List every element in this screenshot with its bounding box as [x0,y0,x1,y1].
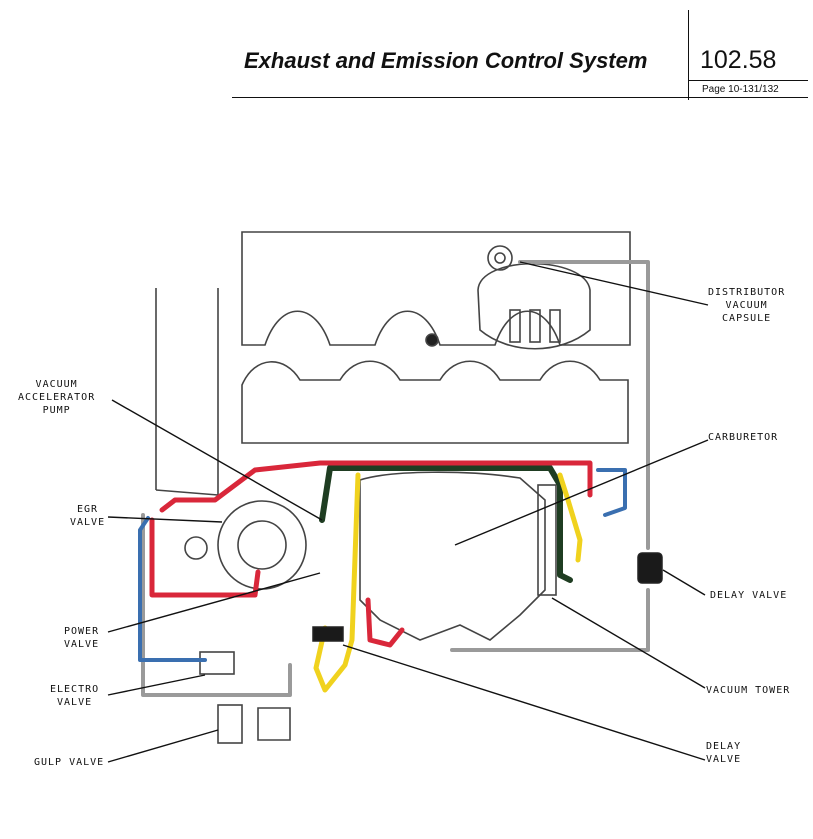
leader-vacuum-tower [551,597,706,689]
hose-blue [138,516,207,662]
delay-valve-bottom-body [312,626,344,642]
leader-egr [107,516,223,523]
egr-valve-body [217,500,307,590]
leader-gulp [107,729,219,763]
label-power-valve: POWER VALVE [64,626,100,650]
label-egr-valve: EGR VALVE [70,504,106,528]
carburetor-body [359,471,546,641]
leader-delay-right [662,569,706,596]
power-valve-body [184,536,208,560]
vacuum-tower-body [537,484,557,596]
page-reference: Page 10-131/132 [702,84,779,95]
header-divider-vertical [688,10,689,100]
leader-power [107,572,321,633]
delay-valve-right-body [637,552,663,584]
electro-valve-body [199,651,235,675]
hose-gray [518,260,650,550]
label-distributor-vacuum-capsule: DISTRIBUTOR VACUUM CAPSULE [708,287,786,324]
header-divider-short [688,80,808,81]
section-number: 102.58 [700,46,777,74]
leader-vacuum-pump [111,399,323,521]
leader-carburetor [454,439,709,546]
leader-delay-bottom [342,644,706,761]
label-vacuum-tower: VACUUM TOWER [706,685,791,696]
header-divider-horizontal [232,97,808,98]
gulp-valve-body [217,704,243,744]
distributor-body [477,262,591,350]
label-delay-valve-bottom: DELAY VALVE [706,741,742,765]
label-gulp-valve: GULP VALVE [34,757,105,768]
label-vacuum-accelerator-pump: VACUUM ACCELERATOR PUMP [18,379,96,416]
hose-green [319,465,573,583]
leader-electro [107,674,206,696]
hose-yellow [313,472,361,693]
label-carburetor: CARBURETOR [708,432,779,443]
label-delay-valve-right: DELAY VALVE [710,590,788,601]
hose-red [159,460,593,513]
distributor-capsule [487,245,513,271]
leader-distributor [519,261,709,306]
label-electro-valve: ELECTRO VALVE [50,684,100,708]
air-cleaner-lower [241,360,629,444]
air-cleaner-upper [241,231,631,346]
page-title: Exhaust and Emission Control System [244,48,648,73]
